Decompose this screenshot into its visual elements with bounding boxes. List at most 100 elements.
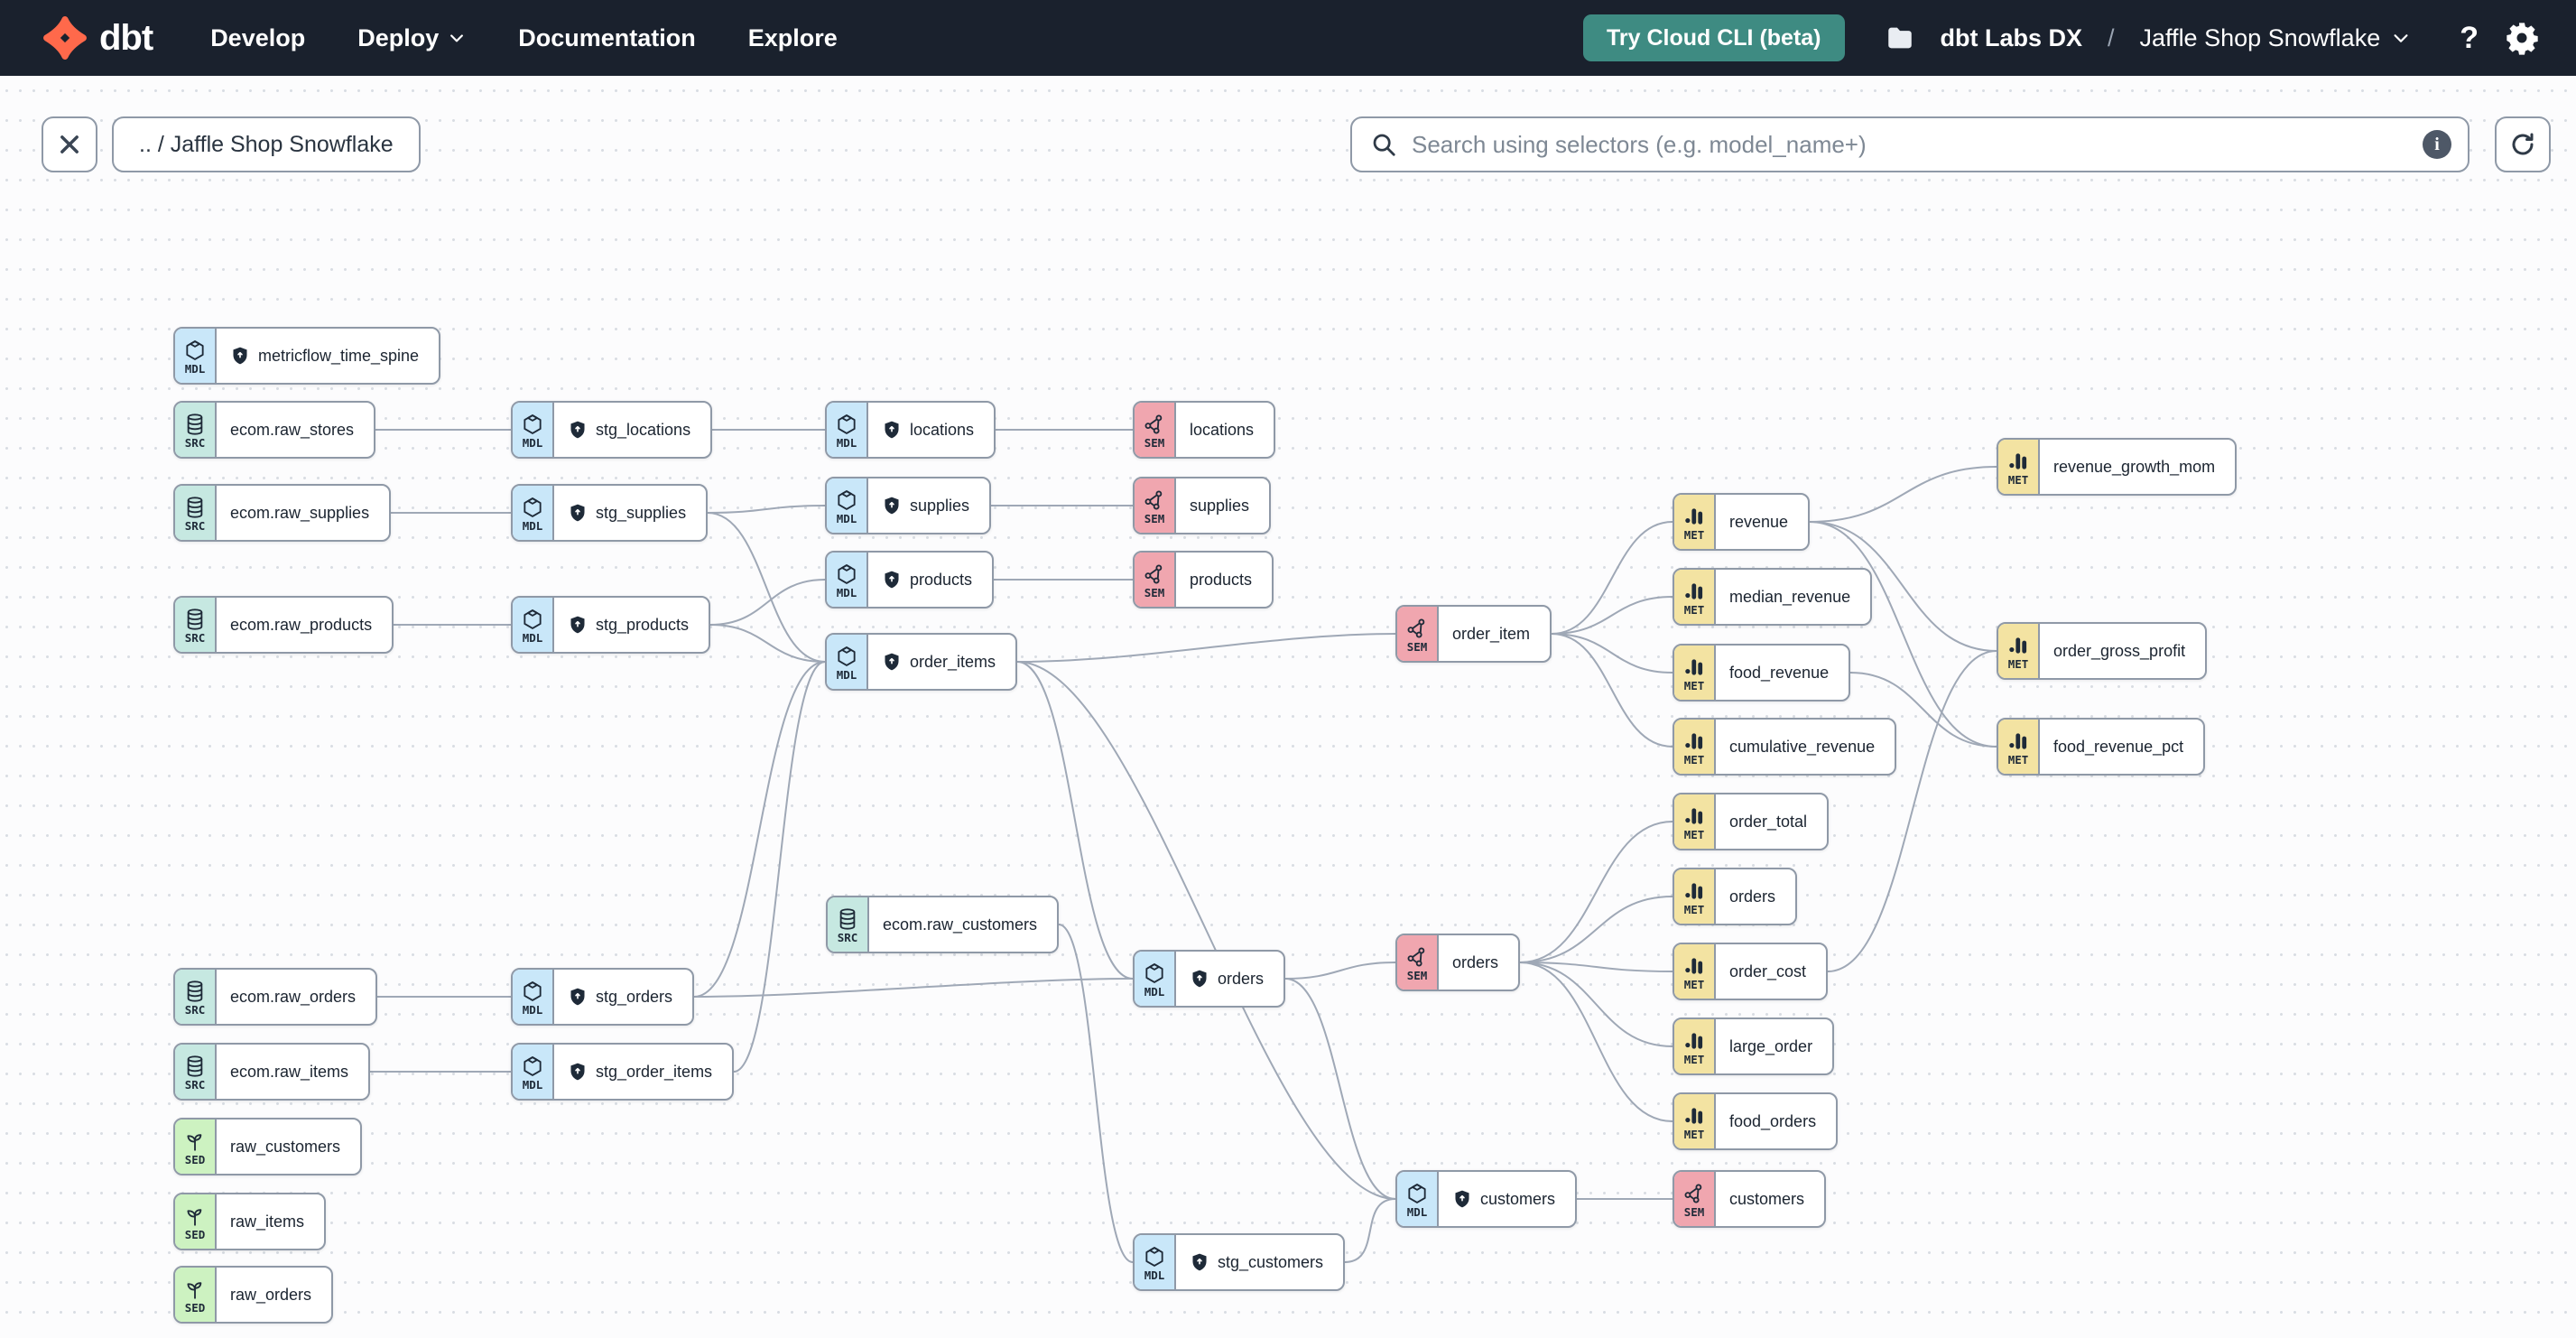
node-type-badge: SRC <box>175 1045 217 1099</box>
node-type-label: MET <box>1683 903 1705 917</box>
metric-bars-icon <box>1682 879 1706 903</box>
info-icon[interactable]: i <box>2423 130 2451 159</box>
database-icon <box>183 413 207 436</box>
close-button[interactable] <box>42 116 97 172</box>
node-type-label: MDL <box>836 668 857 683</box>
nav-documentation[interactable]: Documentation <box>518 23 696 51</box>
node-type-badge: SEM <box>1135 479 1176 533</box>
node-type-badge: MDL <box>513 1045 554 1099</box>
node-type-label: MDL <box>836 512 857 526</box>
cube-icon <box>1405 1182 1429 1205</box>
brand-name: dbt <box>99 17 153 58</box>
main-menu: Develop Deploy Documentation Explore <box>210 24 838 52</box>
edge-orders_sem-to-order_cost <box>1519 962 1673 972</box>
nav-explore[interactable]: Explore <box>747 23 838 51</box>
nav-develop[interactable]: Develop <box>210 23 306 51</box>
database-icon <box>183 496 207 519</box>
node-body: raw_items <box>217 1194 324 1249</box>
shield-icon <box>1452 1189 1472 1209</box>
project-selector[interactable]: Jaffle Shop Snowflake <box>2140 24 2412 52</box>
edge-order_item_sem-to-cumulative_revenue <box>1551 633 1673 748</box>
node-body: stg_orders <box>554 970 692 1024</box>
metric-bars-icon <box>1682 1104 1706 1128</box>
refresh-button[interactable] <box>2495 116 2551 172</box>
account-project-separator: / <box>2108 23 2115 51</box>
node-label: order_cost <box>1729 962 1807 980</box>
edge-stg_order_items-to-order_items <box>733 661 826 1073</box>
edge-food_revenue-to-food_revenue_pct <box>1849 672 1997 748</box>
node-type-badge: MDL <box>513 970 554 1024</box>
node-body: stg_customers <box>1176 1235 1343 1289</box>
node-type-badge: SED <box>175 1120 217 1174</box>
node-type-badge: SEM <box>1674 1172 1716 1226</box>
breadcrumb[interactable]: .. / Jaffle Shop Snowflake <box>112 116 421 172</box>
node-type-label: SED <box>184 1153 206 1167</box>
edge-order_item_sem-to-food_revenue <box>1551 633 1673 674</box>
shield-icon <box>568 615 588 635</box>
try-cloud-cli-button[interactable]: Try Cloud CLI (beta) <box>1583 14 1845 61</box>
cube-icon <box>835 645 858 668</box>
node-label: products <box>910 570 973 589</box>
node-type-badge: SED <box>175 1268 217 1322</box>
node-type-label: SEM <box>1144 512 1165 526</box>
nav-deploy[interactable]: Deploy <box>357 24 466 52</box>
help-icon[interactable]: ? <box>2460 20 2479 55</box>
dbt-logo-icon[interactable] <box>42 14 88 61</box>
node-body: customers <box>1439 1172 1575 1226</box>
node-type-badge: MDL <box>827 635 868 689</box>
node-type-badge: MET <box>1674 720 1716 774</box>
node-label: orders <box>1218 969 1265 988</box>
node-body: stg_products <box>554 598 709 652</box>
node-type-label: SRC <box>184 1078 206 1092</box>
edge-stg_customers-to-customers_mdl <box>1344 1198 1396 1263</box>
account-name[interactable]: dbt Labs DX <box>1940 23 2083 51</box>
search-input[interactable] <box>1410 129 2410 160</box>
lineage-edges <box>370 428 1997 1263</box>
edge-orders_mdl-to-orders_sem <box>1284 962 1396 980</box>
node-body: ecom.raw_stores <box>217 403 374 457</box>
settings-gear-icon[interactable] <box>2504 20 2540 56</box>
search-icon <box>1373 134 1395 156</box>
